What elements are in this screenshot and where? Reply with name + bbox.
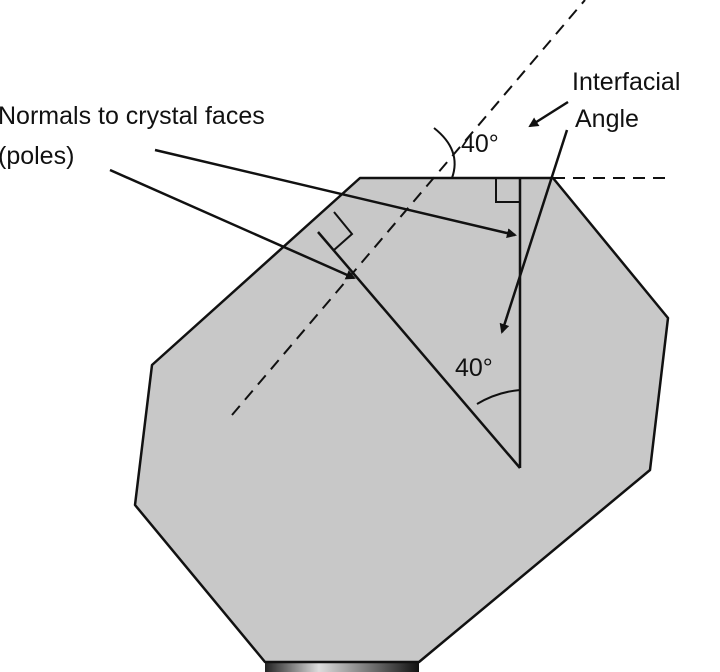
interfacial-label-line2: Angle (575, 105, 639, 133)
angle-label-inner: 40° (455, 354, 493, 382)
arrow-to-inner-angle (499, 129, 569, 334)
angle-arc-inner (476, 389, 521, 405)
normals-label-line1: Normals to crystal faces (0, 102, 265, 130)
arrow-to-top-normal (154, 148, 517, 239)
dashed-face-extension-inclined (231, 0, 586, 416)
angle-label-top: 40° (461, 130, 499, 158)
right-angle-mark-top (495, 178, 520, 203)
normals-label-line2: (poles) (0, 142, 74, 170)
arrow-to-inclined-normal (109, 168, 356, 280)
interfacial-label-line1: Interfacial (572, 68, 680, 96)
crystal-polygon (133, 176, 670, 664)
right-angle-mark-inclined (333, 211, 354, 251)
arrow-to-top-angle (528, 100, 569, 128)
angle-arc-top (433, 127, 456, 179)
